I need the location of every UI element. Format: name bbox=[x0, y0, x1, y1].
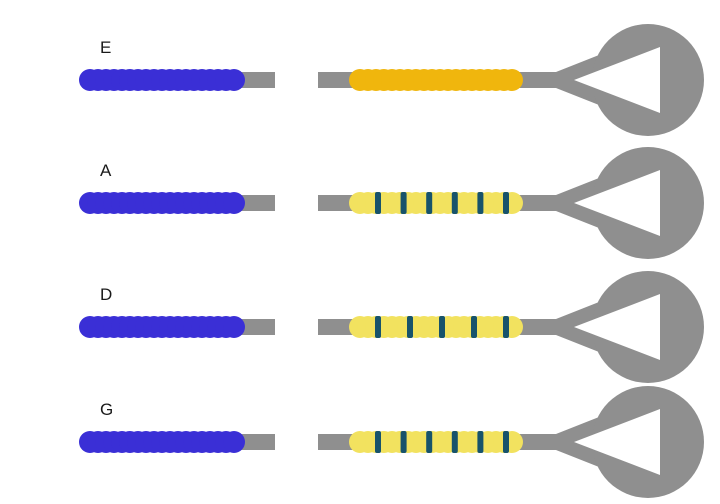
left-stub bbox=[241, 195, 275, 211]
left-coil bbox=[79, 69, 245, 91]
winding-band bbox=[375, 192, 381, 214]
left-coil bbox=[79, 316, 245, 338]
winding-band bbox=[375, 316, 381, 338]
winding-band bbox=[400, 192, 407, 214]
row-label: G bbox=[100, 400, 113, 419]
right-winding bbox=[349, 69, 523, 91]
winding-band bbox=[439, 316, 445, 338]
winding-bands bbox=[375, 316, 509, 338]
row-a: A bbox=[79, 147, 704, 259]
winding-band bbox=[451, 192, 458, 214]
winding-band bbox=[426, 431, 433, 453]
row-e: E bbox=[79, 24, 704, 136]
paddle-cutout bbox=[574, 409, 660, 475]
left-stub bbox=[241, 319, 275, 335]
coil-turn bbox=[223, 192, 245, 214]
winding-band bbox=[451, 431, 458, 453]
winding-band bbox=[477, 431, 484, 453]
left-coil bbox=[79, 192, 245, 214]
row-label: E bbox=[100, 38, 111, 57]
winding-band bbox=[503, 192, 509, 214]
winding-band bbox=[407, 316, 413, 338]
winding-band bbox=[477, 192, 484, 214]
row-d: D bbox=[79, 271, 704, 383]
coil-turn bbox=[223, 431, 245, 453]
row-label: D bbox=[100, 285, 112, 304]
row-g: G bbox=[79, 386, 704, 498]
winding-bands bbox=[375, 431, 509, 453]
winding-bands bbox=[375, 192, 509, 214]
paddle-cutout bbox=[574, 47, 660, 113]
paddle-cutout bbox=[574, 294, 660, 360]
left-coil bbox=[79, 431, 245, 453]
winding-band bbox=[375, 431, 381, 453]
left-stub bbox=[241, 434, 275, 450]
row-label: A bbox=[100, 161, 112, 180]
paddle-cutout bbox=[574, 170, 660, 236]
coil-turn bbox=[223, 316, 245, 338]
winding-band bbox=[503, 431, 509, 453]
left-stub bbox=[241, 72, 275, 88]
winding-band bbox=[400, 431, 407, 453]
winding-turn bbox=[501, 69, 523, 91]
winding-band bbox=[503, 316, 509, 338]
winding-band bbox=[471, 316, 477, 338]
winding-band bbox=[426, 192, 433, 214]
coil-turn bbox=[223, 69, 245, 91]
